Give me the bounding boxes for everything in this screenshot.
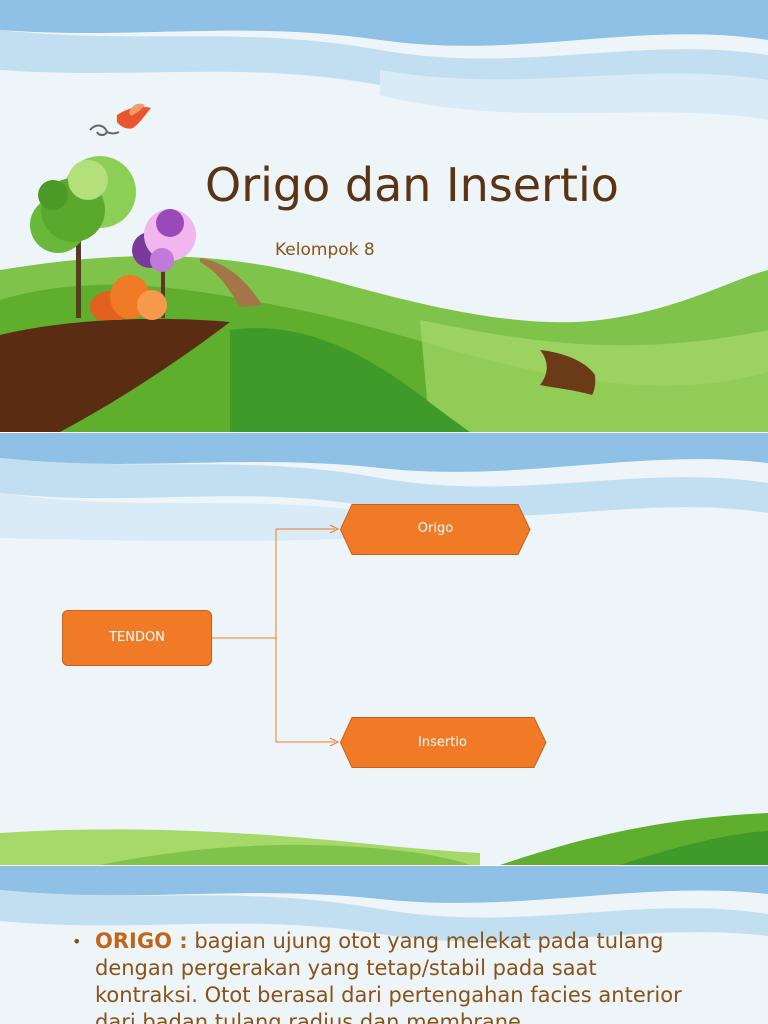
slide-title: Origo dan Insertio Kelompok 8 [0,0,768,432]
origo-shape [340,504,531,555]
slide-diagram: TENDON Origo Insertio [0,433,768,865]
page-subtitle: Kelompok 8 [275,240,375,260]
bird-icon [89,103,151,136]
insertio-shape [340,717,547,768]
tendon-label: TENDON [109,630,165,645]
tendon-box: TENDON [62,610,212,666]
page-title: Origo dan Insertio [205,158,619,212]
origo-label: Origo [417,521,454,536]
slide-background [0,866,768,942]
bush-icon [90,275,167,320]
tree-icon [30,156,136,318]
connector-lines [212,524,340,747]
slide-background [0,433,768,865]
bullet-body: bagian ujung otot yang melekat pada tula… [95,929,682,1024]
bullet-list: • ORIGO : bagian ujung otot yang melekat… [72,928,692,1024]
bullet-marker: • [72,932,82,951]
slide-definition: • ORIGO : bagian ujung otot yang melekat… [0,866,768,1024]
list-item: ORIGO : bagian ujung otot yang melekat p… [95,928,692,1024]
insertio-label: Insertio [418,735,467,750]
landscape-background [0,0,768,432]
flower-tree-icon [132,209,196,318]
bullet-term: ORIGO : [95,929,188,953]
